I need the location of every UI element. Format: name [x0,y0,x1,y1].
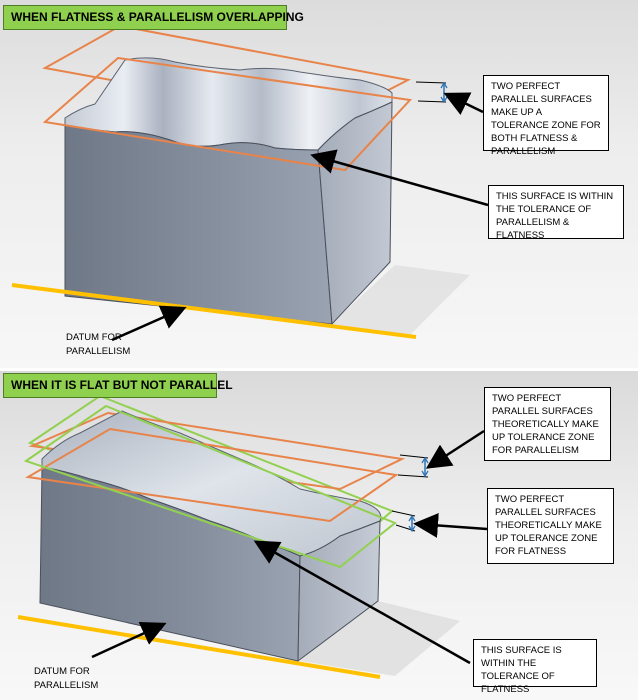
dimension-extension-line [417,100,447,103]
datum-label-line2: PARALLELISM [66,346,131,357]
block-side-face [297,520,381,663]
parallelism-callout-box: TWO PERFECT PARALLEL SURFACES THEORETICA… [484,387,611,461]
top-diagram-panel: WHEN FLATNESS & PARALLELISM OVERLAPPING … [0,0,638,368]
surface-callout-leader [310,149,489,207]
parallelism-callout-leader [425,429,485,469]
block-shadow [300,599,460,676]
block-shadow [330,265,470,335]
flatness-callout-leader [413,512,488,538]
zone-callout-box: TWO PERFECT PARALLEL SURFACES MAKE UP A … [483,75,609,157]
datum-label-line1: DATUM FOR [66,332,122,343]
panel-divider [0,368,638,371]
flatness-callout-box: TWO PERFECT PARALLEL SURFACES THEORETICA… [487,488,614,564]
bottom-panel-banner: WHEN IT IS FLAT BUT NOT PARALLEL [3,373,233,398]
bottom-diagram-illustration [17,394,488,679]
surface-callout-box: THIS SURFACE IS WITHIN THE TOLERANCE OF … [488,185,624,241]
datum-label-line1: DATUM FOR [34,666,90,677]
datum-leader [111,305,187,342]
bottom-diagram-panel: WHEN IT IS FLAT BUT NOT PARALLEL TWO PER… [0,371,638,700]
parallelism-zone-upper-plane [28,411,406,491]
zone-callout-leader [443,92,484,115]
top-diagram-illustration [11,24,489,342]
datum-leader [91,621,167,659]
block-front-face [64,124,333,325]
datum-line [11,283,417,339]
datum-line [17,615,381,679]
surface-callout-leader [253,540,471,665]
surface-callout-box: THIS SURFACE IS WITHIN THE TOLERANCE OF … [473,639,597,695]
dimension-extension-line [415,81,447,84]
datum-label-line2: PARALLELISM [34,680,99,691]
flatness-zone-lower-plane [23,404,397,569]
top-panel-banner: WHEN FLATNESS & PARALLELISM OVERLAPPING [3,5,304,30]
parallelism-zone-lower-plane [25,427,399,523]
lower-tolerance-plane [42,56,413,172]
